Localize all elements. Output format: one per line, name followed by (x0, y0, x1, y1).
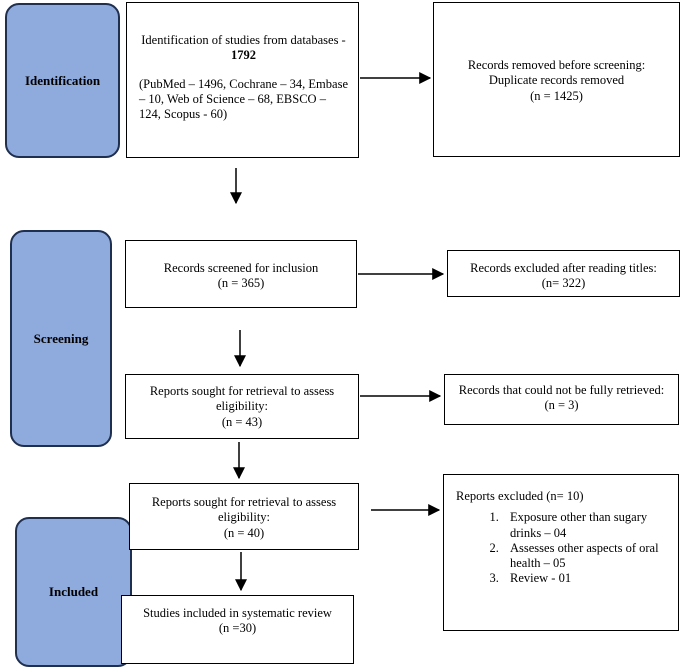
reports-excluded-box: Reports excluded (n= 10) Exposure other … (443, 474, 679, 631)
identification-box: Identification of studies from databases… (126, 2, 359, 158)
reports-eligibility-text: Reports sought for retrieval to assess e… (151, 495, 337, 525)
records-not-retrieved-text: Records that could not be fully retrieve… (458, 383, 665, 413)
phase-screening-label: Screening (33, 330, 89, 346)
identification-sources: (PubMed – 1496, Cochrane – 34, Embase – … (139, 76, 348, 122)
records-screened-n: (n = 365) (217, 276, 265, 291)
reports-excluded-title: Reports excluded (n= 10) (456, 489, 584, 503)
records-screened-text: Records screened for inclusion (163, 261, 319, 275)
records-excluded-titles-box: Records excluded after reading titles: (… (447, 250, 680, 297)
identification-text: Identification of studies from databases… (141, 33, 346, 47)
records-removed-n: (n = 1425) (530, 88, 583, 103)
reports-excluded-list: Exposure other than sugary drinks – 04 A… (456, 510, 670, 586)
reports-excluded-item: Assesses other aspects of oral health – … (502, 541, 670, 572)
reports-retrieval-text: Reports sought for retrieval to assess e… (149, 384, 335, 414)
identification-count: 1792 (231, 48, 256, 63)
phase-included-label: Included (48, 584, 99, 599)
records-not-retrieved-box: Records that could not be fully retrieve… (444, 374, 679, 425)
reports-retrieval-box: Reports sought for retrieval to assess e… (125, 374, 359, 439)
records-removed-text: Records removed before screening: Duplic… (467, 58, 646, 88)
phase-screening: Screening (10, 230, 112, 447)
phase-identification: Identification (5, 3, 120, 158)
reports-eligibility-box: Reports sought for retrieval to assess e… (129, 483, 359, 550)
reports-excluded-item: Exposure other than sugary drinks – 04 (502, 510, 670, 541)
reports-retrieval-n: (n = 43) (221, 414, 263, 429)
studies-included-box: Studies included in systematic review (n… (121, 595, 354, 664)
records-removed-box: Records removed before screening: Duplic… (433, 2, 680, 157)
reports-excluded-item: Review - 01 (502, 571, 670, 586)
studies-included-text: Studies included in systematic review (143, 606, 332, 620)
reports-eligibility-n: (n = 40) (223, 525, 265, 540)
records-excluded-titles-n: (n= 322) (541, 276, 586, 291)
records-excluded-titles-text: Records excluded after reading titles: (470, 261, 657, 275)
records-screened-box: Records screened for inclusion (n = 365) (125, 240, 357, 308)
phase-identification-label: Identification (24, 72, 101, 88)
phase-included: Included (15, 517, 132, 667)
identification-title: Identification of studies from databases… (139, 33, 348, 64)
studies-included-n: (n =30) (218, 621, 257, 636)
